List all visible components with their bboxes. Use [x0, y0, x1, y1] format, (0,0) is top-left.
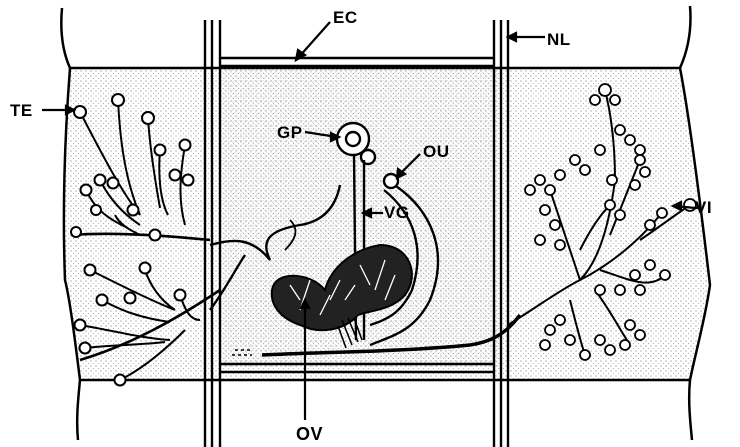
label-ec: EC: [333, 9, 358, 26]
label-vi: VI: [695, 199, 712, 216]
label-nl: NL: [547, 31, 571, 48]
label-ov: OV: [296, 425, 323, 443]
label-vg: VG: [384, 204, 410, 221]
label-te: TE: [10, 102, 33, 119]
label-gp: GP: [277, 124, 303, 141]
central-field: [222, 68, 498, 368]
label-ou: OU: [423, 143, 450, 160]
lower-segment-outline: [77, 380, 692, 440]
